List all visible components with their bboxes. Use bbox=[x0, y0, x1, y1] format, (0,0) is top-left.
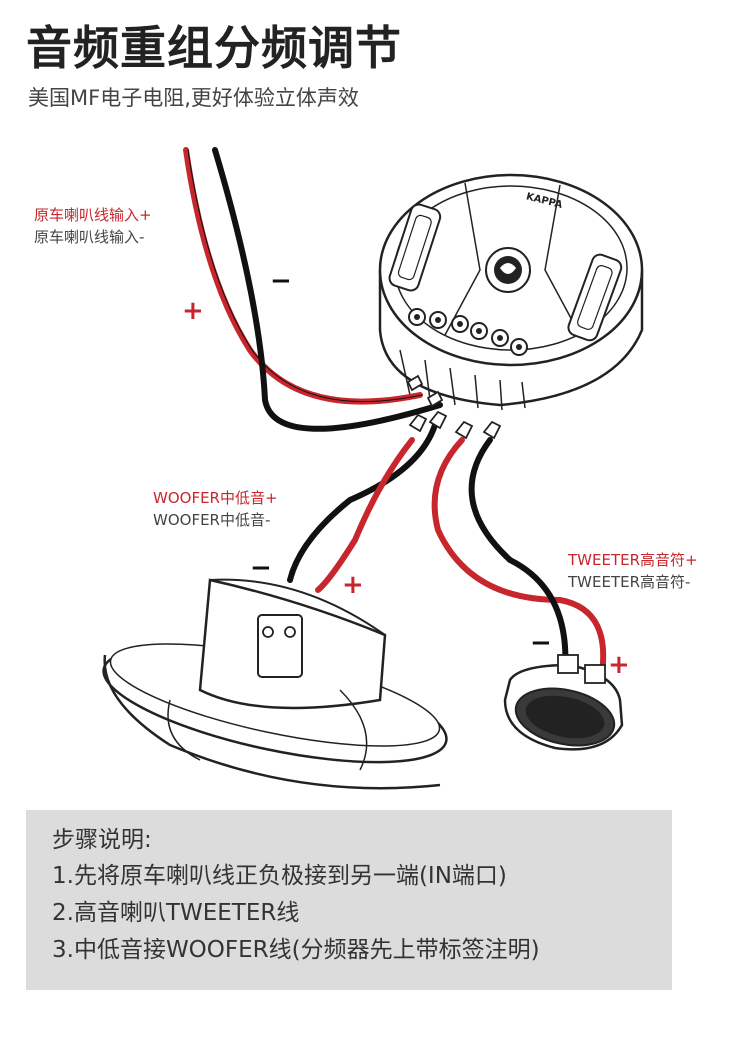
input-wires bbox=[183, 147, 443, 432]
woofer-minus-mark: − bbox=[250, 553, 272, 583]
tweeter-minus-mark: − bbox=[530, 628, 552, 658]
tweeter-positive-label: TWEETER高音符+ bbox=[568, 551, 698, 569]
woofer-speaker bbox=[102, 578, 448, 790]
page-subtitle: 美国MF电子电阻,更好体验立体声效 bbox=[28, 86, 359, 110]
wiring-diagram: KAPPA bbox=[102, 147, 644, 790]
woofer-positive-label: WOOFER中低音+ bbox=[153, 489, 278, 507]
tweeter-wire-positive bbox=[431, 437, 607, 688]
woofer-wires bbox=[287, 422, 438, 593]
tweeter-plus-mark: + bbox=[608, 650, 630, 680]
tweeter-wires bbox=[431, 437, 607, 688]
input-wire-negative bbox=[212, 147, 443, 432]
woofer-negative-label: WOOFER中低音- bbox=[153, 511, 271, 529]
steps-heading: 步骤说明: bbox=[52, 827, 152, 853]
input-minus-mark: − bbox=[270, 266, 292, 296]
tweeter-speaker bbox=[503, 654, 624, 751]
steps-panel: 步骤说明: 1.先将原车喇叭线正负极接到另一端(IN端口) 2.高音喇叭TWEE… bbox=[26, 810, 672, 990]
step-item: 1.先将原车喇叭线正负极接到另一端(IN端口) bbox=[52, 863, 507, 889]
tweeter-wire-negative bbox=[468, 437, 569, 673]
spade-connectors bbox=[406, 374, 502, 440]
input-plus-mark: + bbox=[182, 296, 204, 326]
woofer-plus-mark: + bbox=[342, 570, 364, 600]
page-title: 音频重组分频调节 bbox=[26, 21, 402, 75]
woofer-wire-positive bbox=[315, 437, 415, 593]
crossover-unit: KAPPA bbox=[378, 173, 644, 411]
woofer-wire-negative bbox=[287, 422, 438, 583]
tweeter-negative-label: TWEETER高音符- bbox=[568, 573, 691, 591]
step-item: 3.中低音接WOOFER线(分频器先上带标签注明) bbox=[52, 937, 540, 963]
input-positive-label: 原车喇叭线输入+ bbox=[34, 206, 152, 224]
input-negative-label: 原车喇叭线输入- bbox=[34, 228, 145, 246]
step-item: 2.高音喇叭TWEETER线 bbox=[52, 900, 300, 926]
